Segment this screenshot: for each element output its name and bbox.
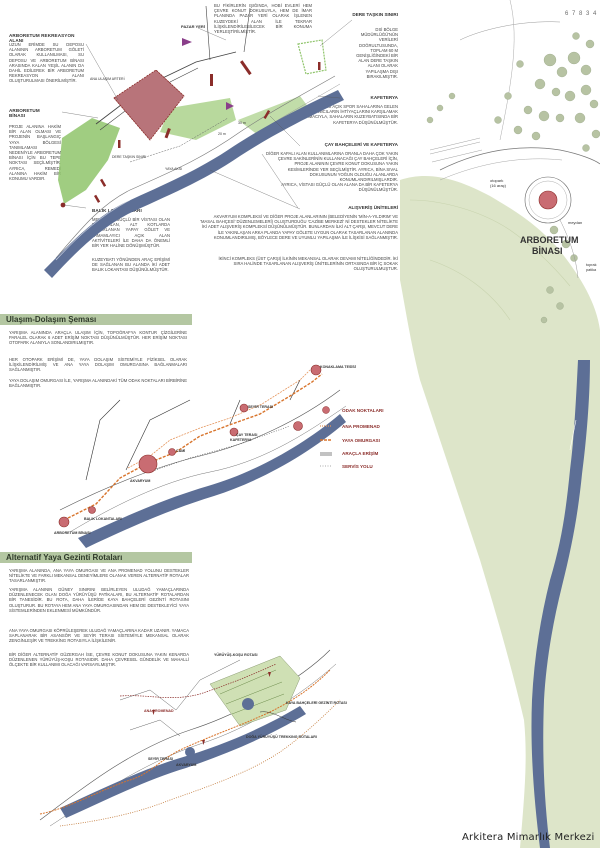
- legend-promenade: ANA PROMENAD: [342, 424, 380, 429]
- arboretum-building-text: PROJE ALANINA HAKİM BİR ALAN OLMASI VE P…: [9, 124, 61, 182]
- river-circulation: [78, 414, 346, 548]
- curved-road-1: [439, 147, 600, 171]
- tree-cluster: [426, 32, 600, 324]
- arboretum-building-title: ARBORETUM BİNASI: [9, 108, 40, 118]
- route-walking: [119, 663, 277, 698]
- center-note: BU FİKİRLERİN IŞIĞINDA, HOBİ EVLERİ HEM …: [214, 3, 312, 35]
- label-yuruyus: YÜRÜYÜŞ-KOŞU ROTASI: [214, 652, 257, 657]
- river-routes: [60, 706, 306, 818]
- arboretum-label: ARBORETUM: [520, 235, 579, 245]
- cay-title: ÇAY BAHÇELERİ VE KAFETERYA: [324, 142, 398, 147]
- node-balik: BALIK LOKANTALARI: [84, 517, 122, 521]
- section2-title: Alternatif Yaya Gezinti Rotaları: [6, 553, 123, 562]
- flood-label: DERE TAŞKIN SINIRI: [112, 155, 146, 159]
- green-area-center: [160, 98, 236, 140]
- legend-access: ARAÇLA ERİŞİM: [342, 451, 379, 456]
- label-seyir: SEYİR TERASI: [148, 757, 173, 761]
- circulation-diagram: KONAKLAMA TESİSİ SEYİR TERASI ÇAY TERASI…: [54, 364, 356, 548]
- river-top: [44, 90, 344, 278]
- section2-band: Alternatif Yaya Gezinti Rotaları: [0, 552, 192, 563]
- node-cay: ÇAY TERASI: [236, 433, 257, 437]
- pedestrian-spine: [63, 373, 323, 521]
- meydan-ring: [524, 176, 572, 224]
- meydan-label: meydan: [568, 220, 582, 225]
- label-doga: DOĞA YÜRÜYÜŞÜ TREKKING ROTALARI: [246, 734, 317, 739]
- building-marks: [60, 60, 321, 208]
- patika-label: patika: [586, 268, 597, 272]
- alisveris-title: ALIŞVERİŞ ÜNİTELERİ: [348, 205, 398, 210]
- access-roads: [85, 379, 301, 481]
- right-site-map: ARBORETUM BİNASI otopark (16 araç) meyda…: [400, 0, 600, 848]
- otopark-label: otopark: [490, 178, 503, 183]
- route-pins: [152, 672, 271, 745]
- arac-label: (16 araç): [490, 183, 507, 188]
- label-promenad: ANA PROMENAD: [144, 709, 174, 713]
- section1-title: Ulaşım-Dolaşım Şeması: [6, 315, 97, 324]
- arboretum-area-title: ARBORETUM REKREASYON ALANI: [9, 33, 75, 43]
- legend-spine: YAYA OMURGASI: [342, 438, 380, 443]
- legend-focus: ODAK NOKTALARI: [342, 408, 384, 413]
- legend: [320, 406, 332, 467]
- focus-nodes: [58, 364, 322, 528]
- alisveris-text-1: AKVARYUM KOMPLEKSİ VE DİĞER PROJE ALANLA…: [200, 214, 398, 240]
- route-rock-garden: [259, 711, 297, 723]
- label-kaya: KAYA BAHÇELERİ GEZİNTİ ROTASI: [286, 701, 347, 705]
- purple-markers: [182, 38, 234, 110]
- binasi-label: BİNASI: [532, 246, 563, 256]
- routes-diagram: YÜRÜYÜŞ-KOŞU ROTASI ANA PROMENAD KAYA BA…: [39, 649, 347, 827]
- section2-p2: YARIŞMA ALANININ GÜNEY SINIRINI BELİRLEY…: [9, 587, 189, 613]
- node-kafeterya: KAFETERYA: [230, 438, 252, 442]
- credit-text: Arkitera Mimarlık Merkezi: [462, 832, 595, 843]
- kafeterya-text: ALANDAKİ AÇIK SPOR SAHALARINA GELEN KULL…: [305, 104, 398, 125]
- ground-area: [400, 175, 600, 848]
- main-road-label: ANA ULAŞIM ARTERİ: [90, 76, 125, 81]
- green-outline-ne: [297, 39, 327, 75]
- node-cami: CAMİ: [176, 449, 185, 453]
- section2-p3: ANA YAYA OMURGASI KÖPRÜLEŞEREK ULUDAĞ YA…: [9, 628, 189, 644]
- node-konaklama: KONAKLAMA TESİSİ: [320, 365, 356, 369]
- m20-label: 20 m: [218, 132, 226, 136]
- green-area-east: [238, 96, 312, 138]
- node-seyir: SEYİR TERASI: [248, 405, 273, 409]
- page-number: 6 7 8 3 4: [565, 11, 598, 17]
- toprak-label: toprak: [586, 263, 597, 267]
- label-akvaryum: AKVARYUM: [176, 763, 196, 767]
- green-area-arboretum: [58, 118, 120, 204]
- green-parcel: [209, 655, 301, 727]
- node-akvaryum: AKVARYUM: [130, 479, 150, 483]
- node-arboretum: ARBORETUM BİNASI: [54, 531, 91, 535]
- section1-band: Ulaşım-Dolaşım Şeması: [0, 314, 192, 325]
- section1-p3: YAYA DOLAŞIM OMURGASI İLE, YARIŞMA ALANI…: [9, 378, 187, 389]
- m30-label: 30 m: [238, 121, 246, 125]
- route-trekking: [59, 699, 341, 827]
- arboretum-area-text: UZUN ERİMDE SU DEPOSU ALANININ ARBORETUM…: [9, 42, 84, 84]
- cay-text-2: AYRICA, VİSTASI GÜÇLÜ OLAN ALANA DA BİR …: [281, 182, 398, 193]
- service-road: [149, 425, 291, 473]
- section1-p2: HER OTOPARK ERİŞİMİ DE, YAYA DOLAŞIM SİS…: [9, 357, 187, 373]
- leader-lines: [61, 19, 353, 210]
- river-right: [531, 360, 590, 848]
- legend-service: SERVİS YOLU: [342, 464, 373, 469]
- pazar-yeri-label: PAZAR YERİ: [181, 24, 205, 29]
- section2-p1: YARIŞMA ALANINDA, ANA YAYA OMURGASI VE A…: [9, 568, 189, 584]
- dere-taskin-title: DERE TAŞKIN SINIRI: [352, 12, 398, 17]
- main-promenade: [127, 369, 311, 469]
- top-site-map: ANA ULAŞIM ARTERİ YAYA AKSI DERE TAŞKIN …: [44, 5, 353, 278]
- fish-restaurant-text-2: KUZEYBATI YÖNÜNDEN ARAÇ ERİŞİMİ DE SAĞLA…: [92, 257, 170, 273]
- pedestrian-axis-label: YAYA AKSI: [165, 167, 182, 171]
- section2-p4: BİR DİĞER ALTERNATİF GÜZERGAH İSE, ÇEVRE…: [9, 652, 189, 668]
- fish-restaurant-text-1: MEVCUTTA GÜÇLÜ BİR VİSTASI OLAN BU ALAN,…: [92, 217, 170, 249]
- kafeterya-title: KAFETERYA: [370, 95, 398, 100]
- section1-p1: YARIŞMA ALANINDA ARAÇLA ULAŞIM İÇİN, TOP…: [9, 330, 187, 346]
- arboretum-building-dot: [538, 190, 558, 210]
- dere-taskin-text: DSİ BÖLGE MÜDÜRLÜĞÜ'NÜN VERİLERİ DOĞRULT…: [356, 27, 398, 79]
- parking-rows: [429, 137, 483, 163]
- route-promenade: [39, 669, 331, 815]
- ridge-line-1: [55, 75, 336, 259]
- alisveris-text-2: İKİNCİ KOMPLEKS (ÜST ÇARŞI) İLKİNİN MEKA…: [218, 256, 398, 272]
- cay-text-1: DİĞER KAPALI ALAN KULLANIMLARINA ORANLA …: [266, 151, 398, 183]
